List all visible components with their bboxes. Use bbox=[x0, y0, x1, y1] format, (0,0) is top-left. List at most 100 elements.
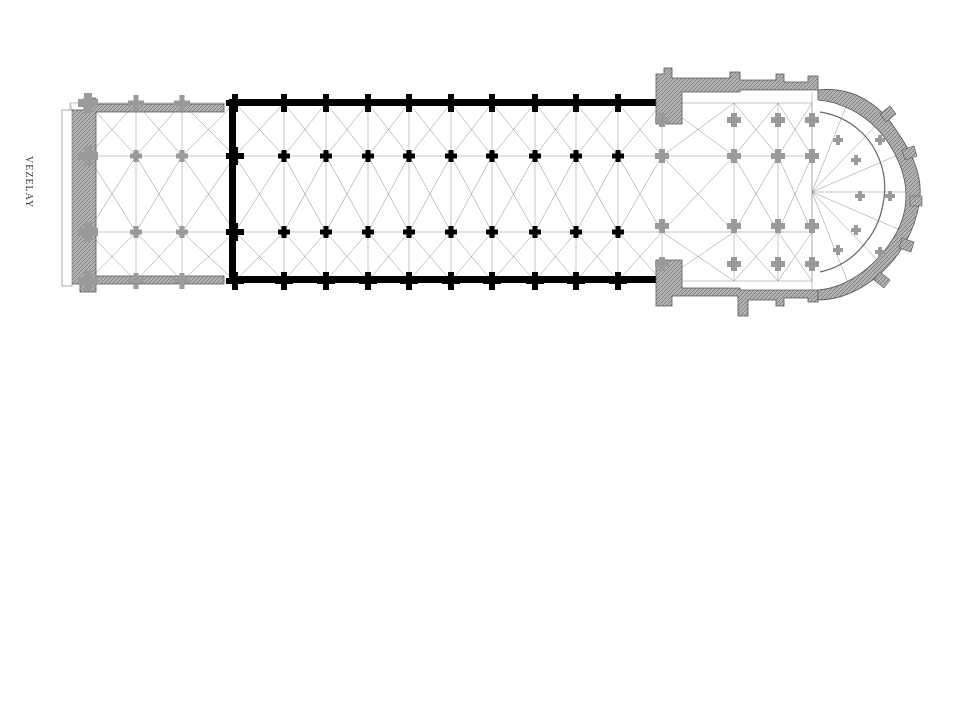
nave-pier bbox=[529, 226, 541, 238]
choir-pier bbox=[655, 257, 669, 271]
rib-line bbox=[283, 231, 327, 282]
radiating-chapels bbox=[873, 105, 923, 289]
chevet-pier bbox=[875, 247, 885, 257]
rib-line bbox=[491, 155, 536, 233]
nave-pier bbox=[483, 272, 501, 290]
narthex bbox=[61, 97, 225, 293]
chevet-pier bbox=[833, 135, 843, 145]
narthex-pier bbox=[78, 271, 98, 291]
choir-pier bbox=[805, 113, 819, 127]
vault-ribs bbox=[69, 92, 908, 292]
narthex-pier bbox=[174, 95, 190, 111]
nave-pier bbox=[320, 150, 332, 162]
nave-pier bbox=[486, 226, 498, 238]
nave-piers bbox=[226, 94, 627, 290]
nave-pier bbox=[567, 272, 585, 290]
nave-pier bbox=[609, 272, 627, 290]
nave-pier bbox=[483, 94, 501, 112]
choir-south-wall bbox=[655, 259, 819, 317]
choir-pier bbox=[655, 149, 669, 163]
chevet-pier bbox=[875, 135, 885, 145]
choir-pier bbox=[805, 219, 819, 233]
choir-pier bbox=[771, 149, 785, 163]
rib-line bbox=[181, 231, 236, 282]
nave-pier bbox=[362, 150, 374, 162]
rib-line bbox=[811, 121, 881, 193]
rib-line bbox=[811, 191, 901, 231]
nave-pier bbox=[486, 150, 498, 162]
nave-pier bbox=[529, 150, 541, 162]
nave-pier bbox=[226, 94, 244, 112]
choir-pier bbox=[771, 257, 785, 271]
rib-line bbox=[534, 231, 577, 282]
narthex-pier bbox=[78, 222, 98, 242]
rib-line bbox=[733, 102, 779, 157]
rib-line bbox=[234, 231, 285, 282]
chevet-pier bbox=[851, 155, 861, 165]
rib-line bbox=[575, 102, 619, 157]
narthex-pier bbox=[130, 226, 142, 238]
nave-pier bbox=[320, 226, 332, 238]
rib-line bbox=[450, 155, 493, 233]
rib-line bbox=[534, 155, 577, 233]
apse-arc bbox=[819, 111, 886, 273]
nave-pier bbox=[317, 272, 335, 290]
nave-pier bbox=[612, 226, 624, 238]
rib-line bbox=[617, 231, 663, 282]
rib-line bbox=[367, 231, 410, 282]
choir bbox=[655, 67, 923, 317]
rib-line bbox=[450, 231, 493, 282]
rib-line bbox=[575, 231, 619, 282]
rib-line bbox=[491, 102, 536, 157]
nave-pier bbox=[403, 226, 415, 238]
nave-pier bbox=[570, 226, 582, 238]
nave-pier bbox=[570, 150, 582, 162]
nave-west-wall bbox=[229, 99, 236, 283]
choir-pier bbox=[727, 257, 741, 271]
rib-line bbox=[733, 231, 779, 282]
nave-pier bbox=[612, 150, 624, 162]
nave-pier bbox=[609, 94, 627, 112]
rib-line bbox=[617, 102, 663, 157]
choir-north-wall bbox=[655, 67, 819, 125]
narthex-pier bbox=[128, 95, 144, 111]
nave-walls bbox=[229, 99, 658, 283]
nave-pier bbox=[359, 94, 377, 112]
narthex-west-edge bbox=[61, 109, 73, 287]
rib-line bbox=[811, 153, 901, 193]
nave-pier bbox=[526, 272, 544, 290]
nave-pier bbox=[442, 94, 460, 112]
rib-line bbox=[777, 102, 813, 157]
chevet-pier bbox=[851, 225, 861, 235]
chevet-pier bbox=[833, 245, 843, 255]
rib-line bbox=[181, 155, 236, 233]
narthex-pier bbox=[176, 226, 188, 238]
rib-line bbox=[450, 102, 493, 157]
rib-line bbox=[234, 102, 285, 157]
nave-pier bbox=[362, 226, 374, 238]
rib-line bbox=[325, 155, 369, 233]
rib-line bbox=[325, 231, 369, 282]
rib-line bbox=[661, 155, 735, 233]
choir-pier bbox=[771, 219, 785, 233]
nave-pier bbox=[278, 150, 290, 162]
narthex-pier bbox=[176, 150, 188, 162]
choir-pier bbox=[727, 219, 741, 233]
rib-line bbox=[367, 102, 410, 157]
rib-line bbox=[661, 102, 735, 157]
nave-pier bbox=[317, 94, 335, 112]
choir-pier bbox=[727, 113, 741, 127]
narthex-pier bbox=[128, 273, 144, 289]
nave-pier bbox=[359, 272, 377, 290]
nave-pier bbox=[445, 226, 457, 238]
nave-pier bbox=[226, 147, 244, 165]
rib-line bbox=[491, 231, 536, 282]
choir-pier bbox=[727, 149, 741, 163]
rib-line bbox=[325, 102, 369, 157]
rib-line bbox=[811, 191, 881, 263]
rib-line bbox=[733, 155, 779, 233]
chevet-pier bbox=[885, 191, 895, 201]
choir-pier bbox=[771, 113, 785, 127]
narthex-outer-wall bbox=[69, 97, 225, 293]
